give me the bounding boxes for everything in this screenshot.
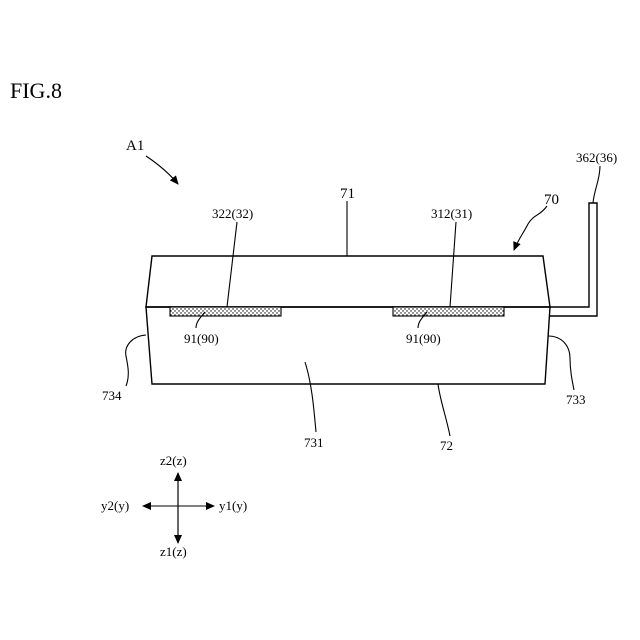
label-731: 731 (304, 435, 324, 450)
label-734: 734 (102, 388, 122, 403)
leader-312 (450, 222, 456, 307)
electrode-pad-right (393, 307, 504, 316)
axis-z1-label: z1(z) (160, 544, 187, 559)
leader-322 (227, 222, 237, 307)
axis-indicator: z2(z) z1(z) y1(y) y2(y) (101, 453, 247, 559)
electrode-pad-left (170, 307, 281, 316)
leader-362 (593, 166, 600, 203)
label-72: 72 (440, 438, 453, 453)
label-70: 70 (544, 192, 559, 208)
leader-70-arrow (514, 206, 547, 250)
label-362: 362(36) (576, 150, 617, 165)
axis-y2-label: y2(y) (101, 498, 129, 513)
leader-731 (305, 362, 316, 432)
label-733: 733 (566, 392, 586, 407)
assembly-arrow (146, 156, 178, 184)
label-91-right: 91(90) (406, 331, 441, 346)
label-91-left: 91(90) (184, 331, 219, 346)
upper-layer-71 (146, 256, 550, 307)
axis-y1-label: y1(y) (219, 498, 247, 513)
figure-title: FIG.8 (10, 78, 62, 103)
label-312: 312(31) (431, 206, 472, 221)
leader-72 (438, 384, 450, 436)
leader-733 (548, 336, 574, 390)
label-322: 322(32) (212, 206, 253, 221)
lead-conductor-362 (550, 203, 597, 316)
leader-734 (126, 335, 146, 386)
assembly-label: A1 (126, 138, 144, 154)
axis-z2-label: z2(z) (160, 453, 187, 468)
label-71: 71 (340, 186, 355, 202)
